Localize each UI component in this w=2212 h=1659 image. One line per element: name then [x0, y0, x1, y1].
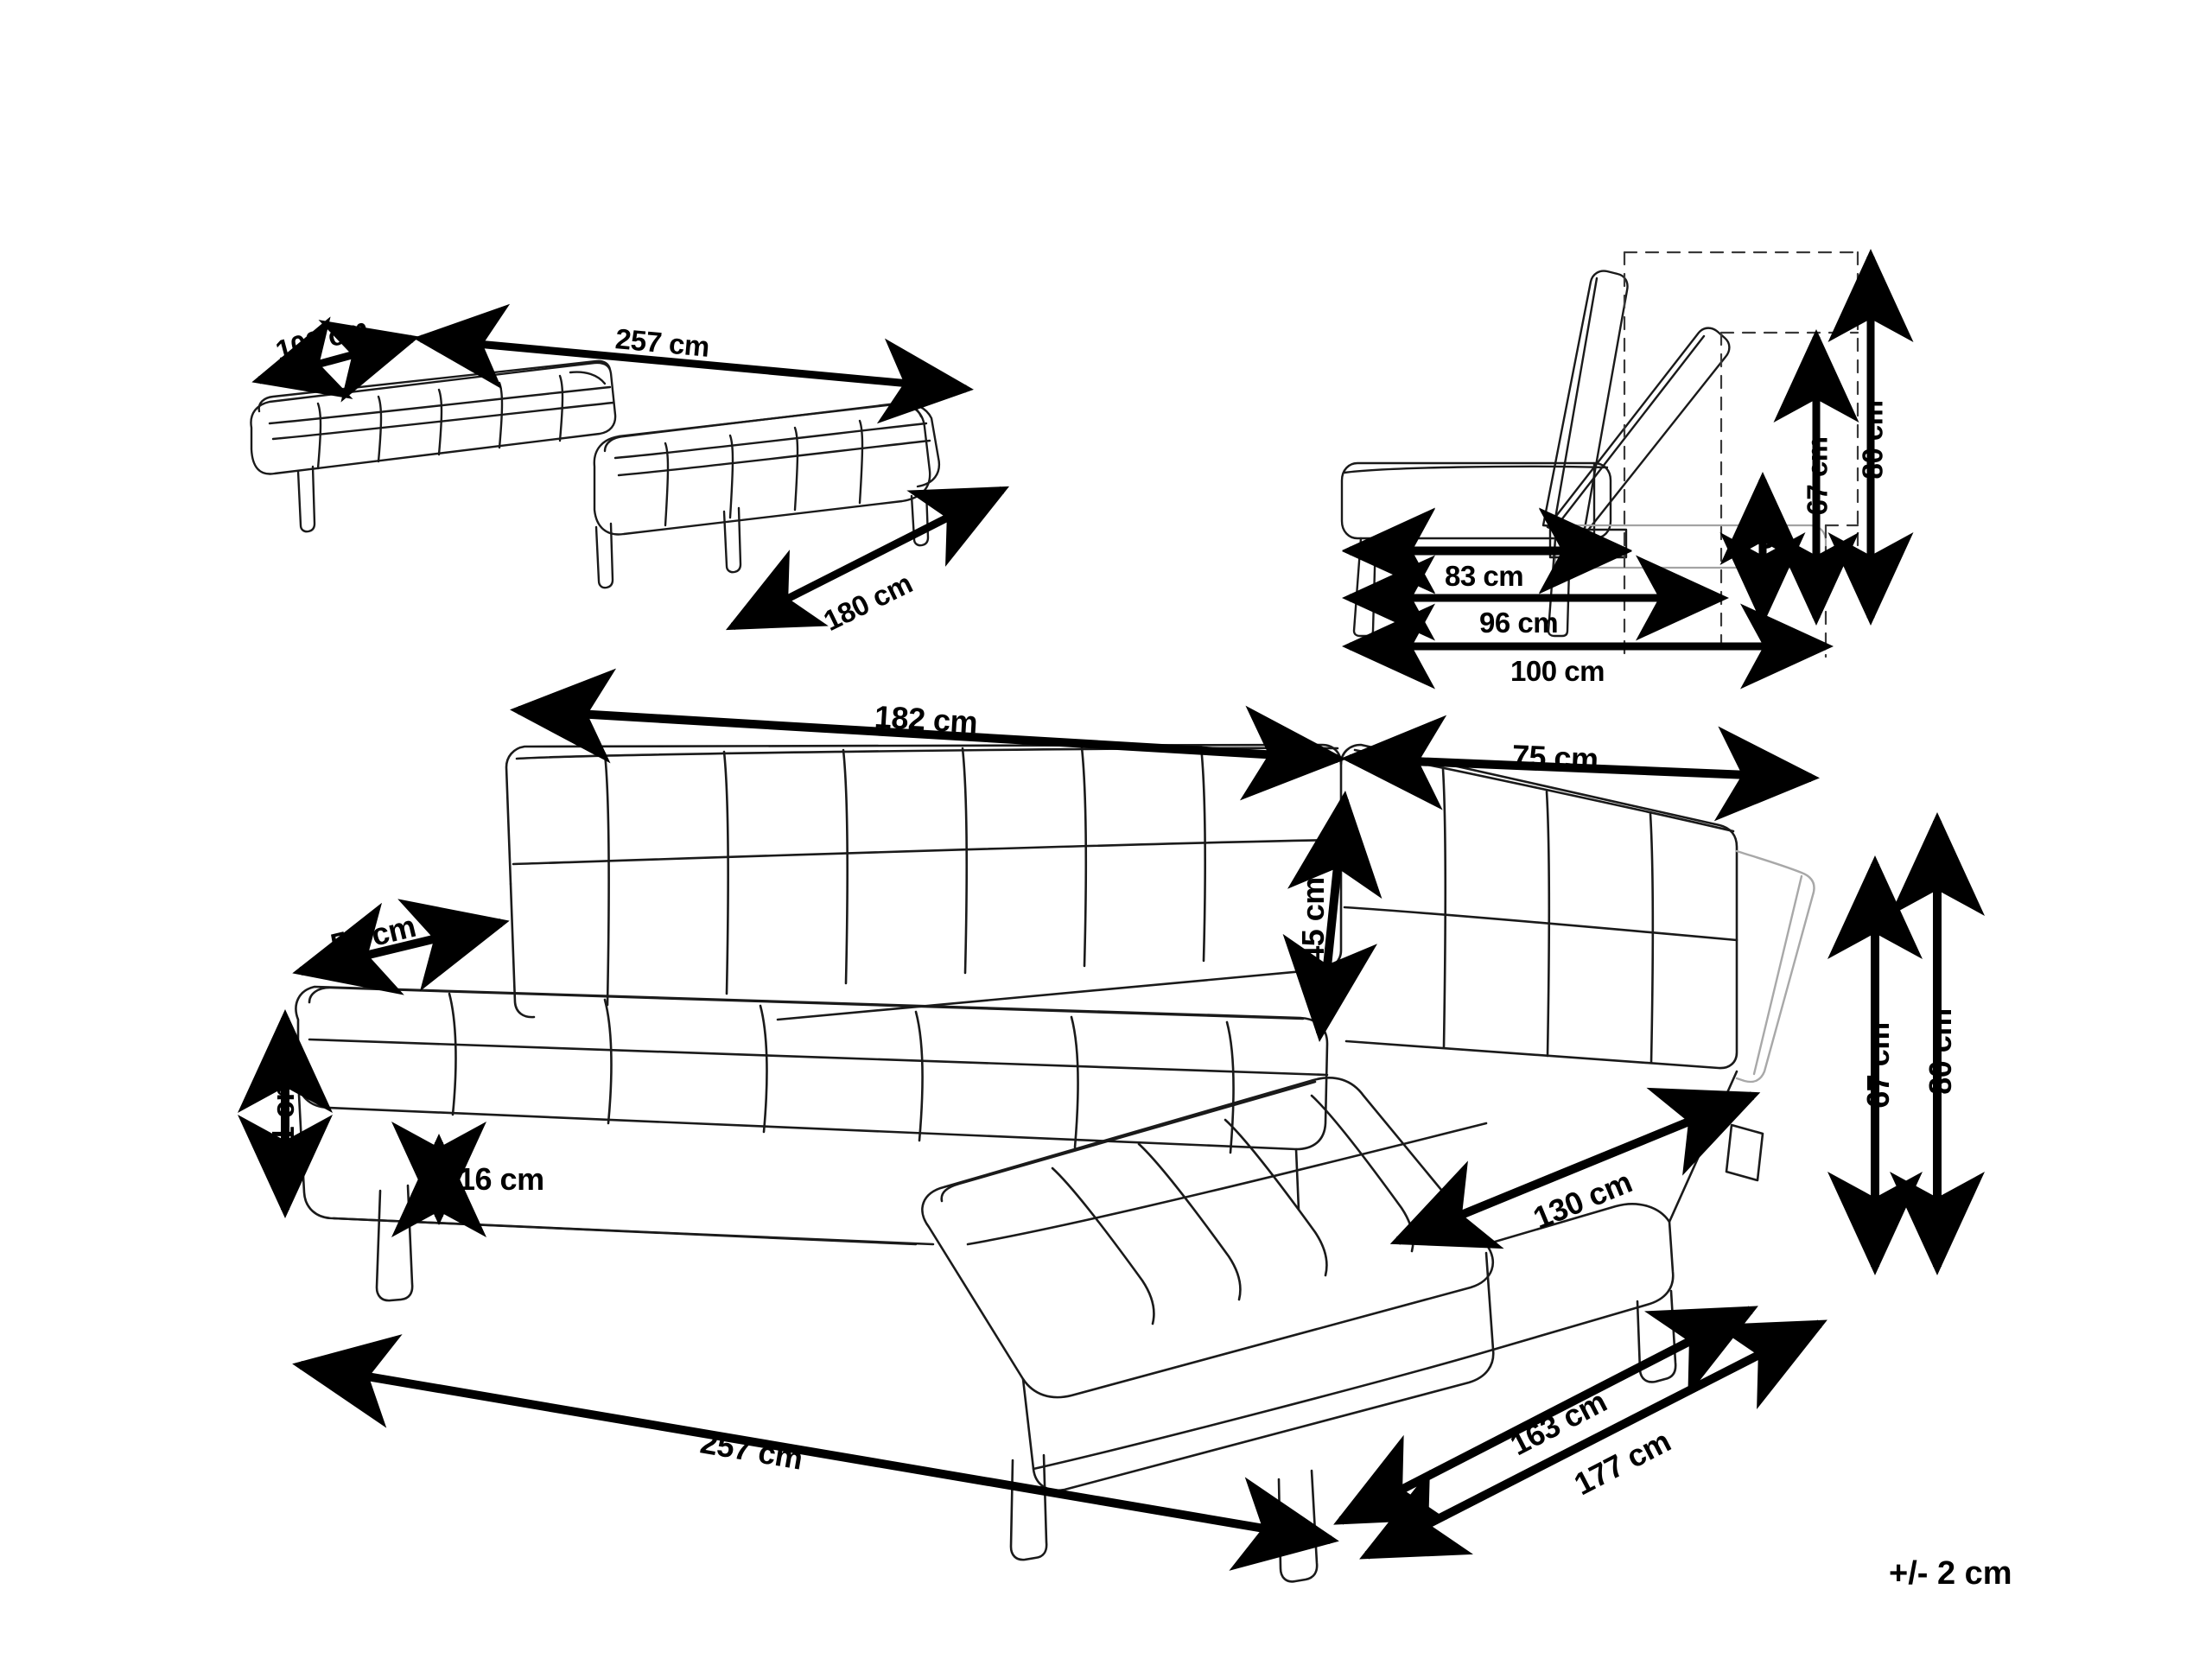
dim-label-main-16cm: 16 cm — [458, 1161, 544, 1197]
dim-label-side-80cm: 80 cm — [1856, 400, 1889, 480]
dim-label-side-41cm: 41 cm — [1747, 509, 1780, 588]
dim-label-main-45cm: 45 cm — [1294, 877, 1331, 963]
dim-arrow-180cm-bed — [725, 486, 1010, 631]
dim-arrow-257cm-main — [292, 1334, 1339, 1571]
dim-arrow-182cm — [510, 668, 1346, 801]
side-view-dimensions — [1342, 249, 1914, 690]
dim-arrow-177cm — [1359, 1319, 1827, 1560]
dim-label-main-182cm: 182 cm — [873, 698, 979, 741]
dim-label-main-80cm: 80 cm — [1922, 1008, 1958, 1095]
tolerance-note: +/- 2 cm — [1889, 1555, 2012, 1592]
dim-arrow-130cm — [1389, 1087, 1761, 1249]
dim-arrow-75cm — [1341, 715, 1820, 822]
dim-label-side-83cm: 83 cm — [1445, 560, 1524, 592]
bed-view-illustration — [250, 359, 941, 589]
main-view-dimensions — [238, 668, 1985, 1571]
dim-label-side-67cm: 67 cm — [1801, 436, 1834, 516]
dim-arrow-51cm — [292, 899, 510, 995]
dim-label-side-100cm: 100 cm — [1510, 655, 1605, 687]
dim-label-side-96cm: 96 cm — [1479, 607, 1559, 639]
bed-view-dimensions — [251, 303, 1010, 631]
dim-label-main-41cm: 41 cm — [264, 1074, 301, 1160]
dim-arrow-100cm-bed — [251, 316, 420, 403]
dim-label-main-67cm: 67 cm — [1859, 1022, 1896, 1109]
dim-arrow-45cm — [1282, 791, 1382, 1042]
dim-arrow-257cm-bed — [413, 303, 974, 424]
dim-label-main-75cm: 75 cm — [1511, 737, 1599, 778]
